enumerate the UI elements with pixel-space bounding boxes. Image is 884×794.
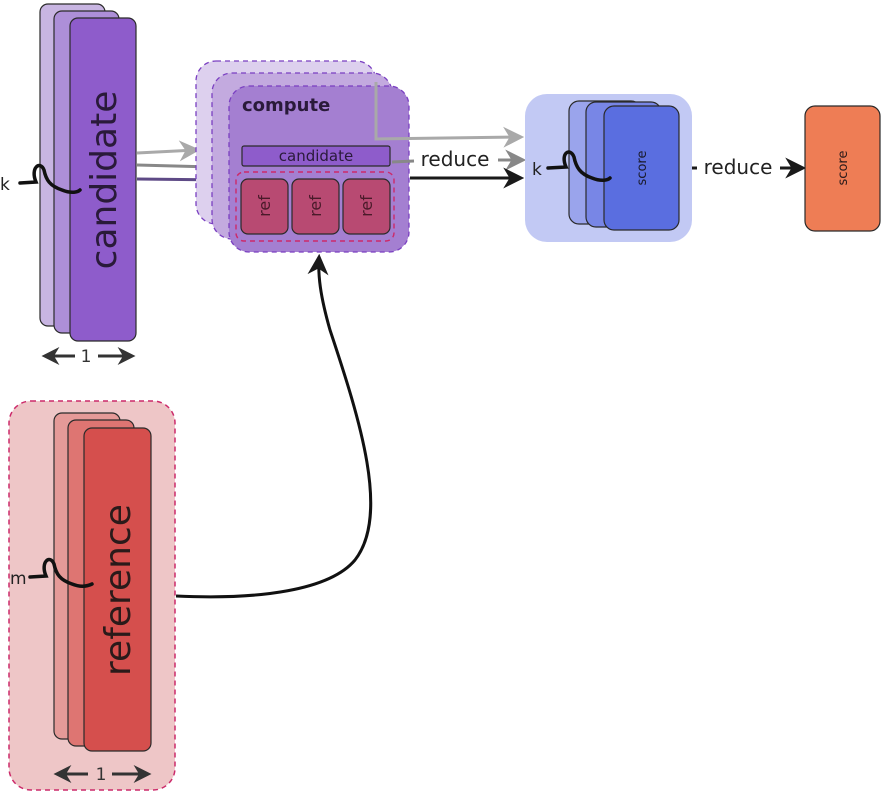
candidate-card-front — [69, 17, 137, 342]
reference-brace — [28, 557, 94, 589]
candidate-dim-label: 1 — [81, 347, 92, 367]
final-score: score — [804, 105, 881, 232]
scores-brace — [546, 150, 612, 183]
compute-candidate-label: candidate — [279, 147, 353, 165]
compute-ref-group — [235, 171, 395, 242]
final-score-label: score — [836, 151, 851, 186]
compute-ref-label-3: ref — [357, 195, 376, 217]
compute-ref-cell-2 — [291, 178, 340, 235]
compute-title: compute — [242, 95, 330, 116]
compute-ref-cell-3 — [342, 178, 391, 235]
candidate-brace-label: k — [0, 175, 10, 195]
compute-ref-label-2: ref — [306, 195, 325, 217]
candidate-brace — [18, 163, 82, 195]
arrow-compute-scores-2a — [391, 159, 415, 164]
candidate-stack: candidate k 1 — [0, 3, 137, 367]
score-card-label: score — [635, 151, 650, 186]
reference-dim-label: 1 — [96, 765, 107, 785]
score-card-front — [603, 105, 680, 231]
scores-stack: score k — [525, 94, 692, 242]
reference-brace-label: m — [10, 569, 27, 589]
arrow-reference-compute — [175, 253, 373, 599]
reduce-label-2: reduce — [704, 155, 773, 179]
compute-candidate-bar — [241, 145, 391, 167]
final-score-card — [804, 105, 881, 232]
compute-ref-label-1: ref — [255, 195, 274, 217]
compute-stack: compute candidate ref ref ref — [195, 60, 410, 253]
scores-brace-label: k — [532, 160, 542, 180]
arrow-compute-scores-1 — [374, 82, 525, 148]
reference-label: reference — [98, 504, 139, 676]
reduce-label-1: reduce — [421, 147, 490, 171]
reference-group: reference m 1 — [8, 400, 176, 791]
candidate-label: candidate — [84, 91, 125, 270]
compute-to-scores-arrows: reduce — [374, 82, 527, 189]
arrow-candidate-compute-1 — [136, 140, 201, 162]
compute-ref-cell-1 — [240, 178, 289, 235]
reference-card-front — [83, 427, 152, 752]
scores-to-final-arrow: reduce — [692, 155, 807, 179]
